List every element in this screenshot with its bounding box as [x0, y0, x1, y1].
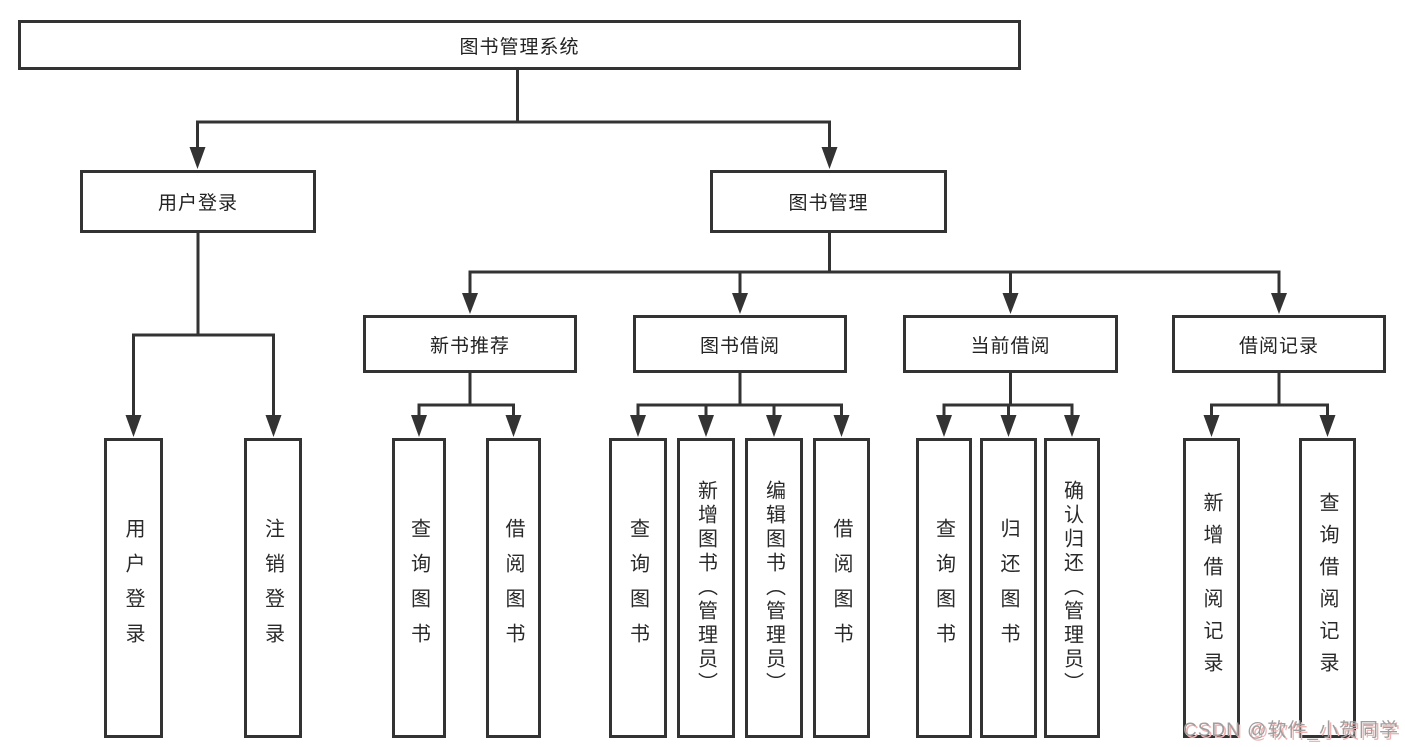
- node-book-borrowing: 图书借阅: [633, 315, 847, 373]
- leaf-records-add-record-label: 新增借阅记录: [1200, 492, 1222, 684]
- leaf-newbook-borrow-books: 借阅图书: [486, 438, 541, 738]
- leaf-current-query-books-label: 查询图书: [932, 518, 955, 658]
- leaf-current-return-books-label: 归还图书: [997, 518, 1019, 658]
- leaf-current-return-books: 归还图书: [980, 438, 1037, 738]
- leaf-user-login: 用户登录: [104, 438, 163, 738]
- leaf-borrow-query-books-label: 查询图书: [626, 518, 649, 658]
- node-book-management: 图书管理: [710, 170, 947, 233]
- node-user-login: 用户登录: [80, 170, 316, 233]
- watermark: CSDN @软件_小贺同学: [1183, 720, 1399, 741]
- node-borrowing-records: 借阅记录: [1172, 315, 1386, 373]
- leaf-current-confirm-return-admin: 确认归还（管理员）: [1044, 438, 1100, 738]
- leaf-logout-label: 注销登录: [261, 518, 284, 658]
- leaf-newbook-query-books: 查询图书: [392, 438, 446, 738]
- node-new-book-recommend: 新书推荐: [363, 315, 577, 373]
- leaf-newbook-query-books-label: 查询图书: [407, 518, 430, 658]
- node-root: 图书管理系统: [18, 20, 1021, 70]
- leaf-records-query-record: 查询借阅记录: [1299, 438, 1356, 738]
- leaf-user-login-label: 用户登录: [122, 518, 144, 658]
- leaf-borrow-add-books-admin: 新增图书（管理员）: [677, 438, 735, 738]
- leaf-records-query-record-label: 查询借阅记录: [1316, 492, 1338, 684]
- leaf-borrow-query-books: 查询图书: [609, 438, 667, 738]
- leaf-newbook-borrow-books-label: 借阅图书: [502, 518, 524, 658]
- leaf-borrow-borrow-books: 借阅图书: [813, 438, 870, 738]
- leaf-logout: 注销登录: [244, 438, 302, 738]
- node-current-borrowing: 当前借阅: [903, 315, 1118, 373]
- leaf-borrow-borrow-books-label: 借阅图书: [830, 518, 852, 658]
- leaf-records-add-record: 新增借阅记录: [1183, 438, 1240, 738]
- leaf-borrow-add-books-admin-label: 新增图书（管理员）: [694, 480, 717, 696]
- leaf-borrow-edit-books-admin: 编辑图书（管理员）: [745, 438, 803, 738]
- leaf-current-query-books: 查询图书: [916, 438, 972, 738]
- leaf-borrow-edit-books-admin-label: 编辑图书（管理员）: [762, 480, 785, 696]
- leaf-current-confirm-return-admin-label: 确认归还（管理员）: [1060, 480, 1083, 696]
